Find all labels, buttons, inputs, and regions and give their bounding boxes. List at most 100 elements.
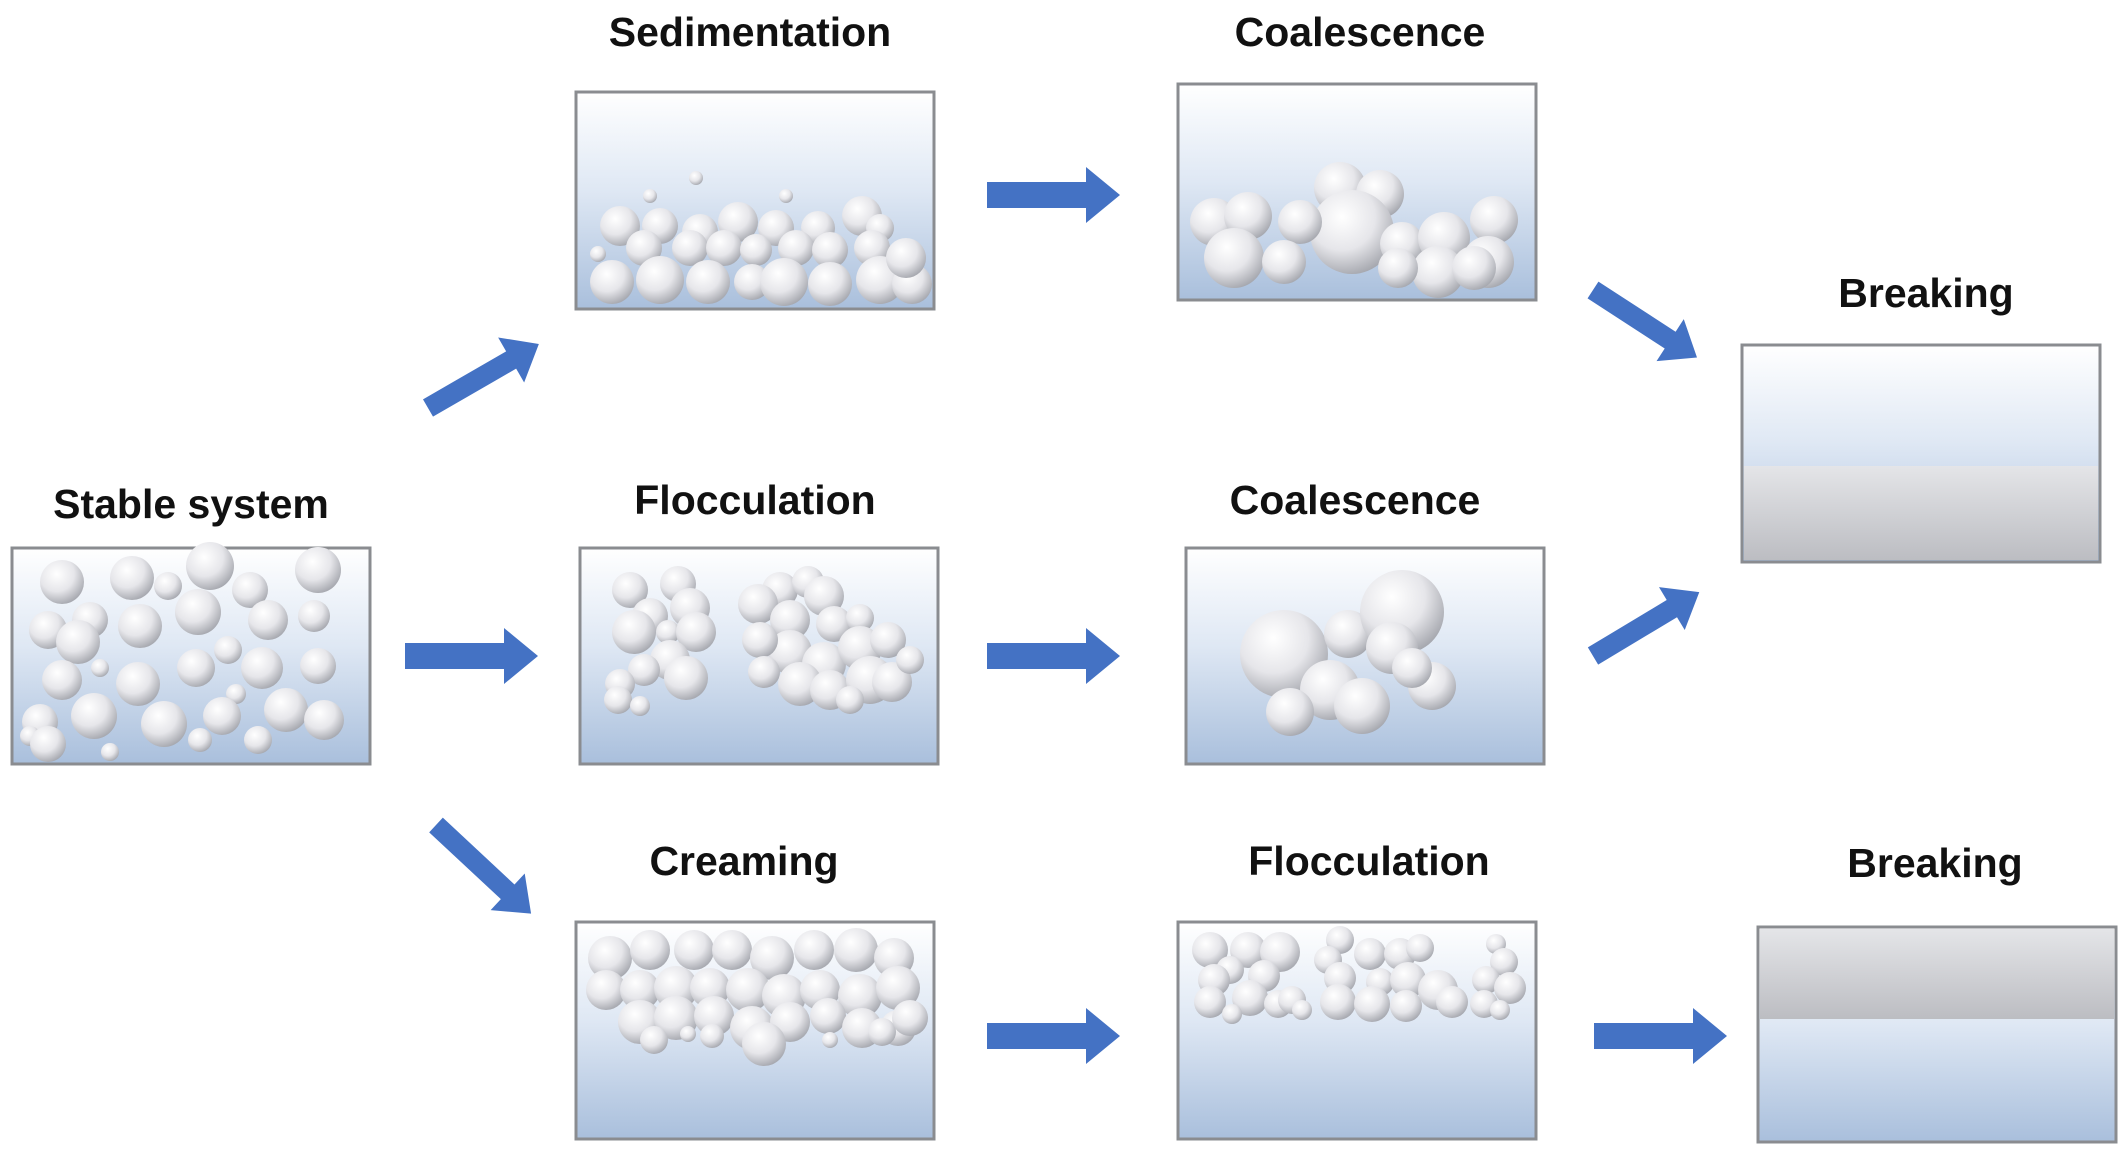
droplet	[838, 974, 882, 1018]
droplet	[298, 600, 330, 632]
droplet	[734, 264, 770, 300]
droplet	[706, 230, 742, 266]
label-sedimentation: Sedimentation	[609, 9, 891, 55]
label-coalescence-mid: Coalescence	[1230, 477, 1481, 523]
droplet	[626, 230, 662, 266]
label-flocculation-bottom: Flocculation	[1248, 838, 1489, 884]
droplet	[175, 589, 221, 635]
droplet	[226, 684, 246, 704]
droplet	[892, 1000, 928, 1036]
droplet	[750, 936, 794, 980]
droplet	[1406, 934, 1434, 962]
label-coalescence-top: Coalescence	[1235, 9, 1486, 55]
droplet	[612, 610, 656, 654]
droplet	[1194, 986, 1226, 1018]
droplet	[712, 930, 752, 970]
droplet	[676, 612, 716, 652]
arrow-flocculation-to-coalescence	[987, 628, 1120, 684]
droplet	[91, 659, 109, 677]
container-flocculation-bottom	[1176, 920, 1538, 1141]
droplet	[620, 970, 660, 1010]
droplet	[1334, 678, 1390, 734]
droplet	[1232, 980, 1268, 1016]
droplet	[604, 686, 632, 714]
arrow-sedimentation-to-coalescence	[987, 167, 1120, 223]
droplet	[886, 238, 926, 278]
droplet	[694, 996, 734, 1036]
droplet	[748, 656, 780, 688]
label-stable: Stable system	[53, 481, 329, 527]
droplet	[1310, 190, 1394, 274]
droplet	[295, 547, 341, 593]
droplet	[214, 636, 242, 664]
arrow-coalescence-mid-to-breaking	[1587, 587, 1700, 665]
droplet	[672, 230, 708, 266]
droplet	[664, 656, 708, 700]
droplet	[232, 572, 268, 608]
droplet	[1490, 1000, 1510, 1020]
droplet	[590, 246, 606, 262]
separated-layer-top	[1760, 929, 2114, 1019]
droplet	[628, 654, 660, 686]
droplet	[640, 1026, 668, 1054]
droplet	[872, 662, 912, 702]
droplet	[742, 622, 778, 658]
container-breaking-bottom	[1756, 925, 2118, 1144]
arrow-coalescence-top-to-breaking	[1587, 281, 1697, 362]
droplet	[870, 622, 906, 658]
droplet	[810, 998, 846, 1034]
container-flocculation-mid	[578, 546, 940, 766]
droplet	[40, 560, 84, 604]
droplet	[304, 700, 344, 740]
droplet	[1192, 932, 1228, 968]
droplet	[1390, 962, 1426, 998]
droplet	[636, 256, 684, 304]
label-flocculation-mid: Flocculation	[634, 477, 875, 523]
droplet	[300, 648, 336, 684]
droplet	[188, 728, 212, 752]
container-stable	[10, 542, 372, 766]
droplet	[42, 660, 82, 700]
label-creaming: Creaming	[649, 838, 838, 884]
droplet	[779, 189, 793, 203]
droplets-sedimentation	[590, 171, 932, 306]
droplet	[770, 600, 810, 640]
label-breaking-top: Breaking	[1838, 270, 2013, 316]
droplet	[1436, 986, 1468, 1018]
droplet	[1392, 648, 1432, 688]
droplet	[643, 189, 657, 203]
arrow-stable-to-flocculation	[405, 628, 538, 684]
droplet	[1354, 938, 1386, 970]
droplet	[689, 171, 703, 185]
droplets-flocculation-bottom	[1192, 926, 1526, 1024]
droplets-coalescence-top	[1190, 162, 1518, 298]
droplet	[264, 688, 308, 732]
separated-layer-bottom	[1744, 466, 2098, 560]
container-coalescence-mid	[1184, 546, 1546, 766]
droplet	[30, 726, 66, 762]
droplet	[1262, 240, 1306, 284]
droplet	[590, 260, 634, 304]
droplet	[630, 930, 670, 970]
droplet	[203, 697, 241, 735]
droplet	[56, 620, 100, 664]
droplet	[1412, 246, 1464, 298]
droplets-creaming	[586, 928, 928, 1066]
droplet	[1230, 932, 1266, 968]
droplet	[612, 572, 648, 608]
arrow-flocculation-to-breaking	[1594, 1008, 1727, 1064]
droplet	[1278, 200, 1322, 244]
droplet	[834, 928, 878, 972]
droplet	[868, 1018, 896, 1046]
droplet	[1204, 228, 1264, 288]
container-coalescence-top	[1176, 82, 1538, 302]
arrow-stable-to-creaming	[429, 817, 532, 914]
droplet	[1292, 1000, 1312, 1020]
droplet	[101, 743, 119, 761]
droplet	[154, 572, 182, 600]
droplet	[600, 206, 640, 246]
arrow-stable-to-sedimentation	[423, 337, 539, 417]
droplet	[812, 232, 848, 268]
droplets-stable	[20, 542, 344, 762]
